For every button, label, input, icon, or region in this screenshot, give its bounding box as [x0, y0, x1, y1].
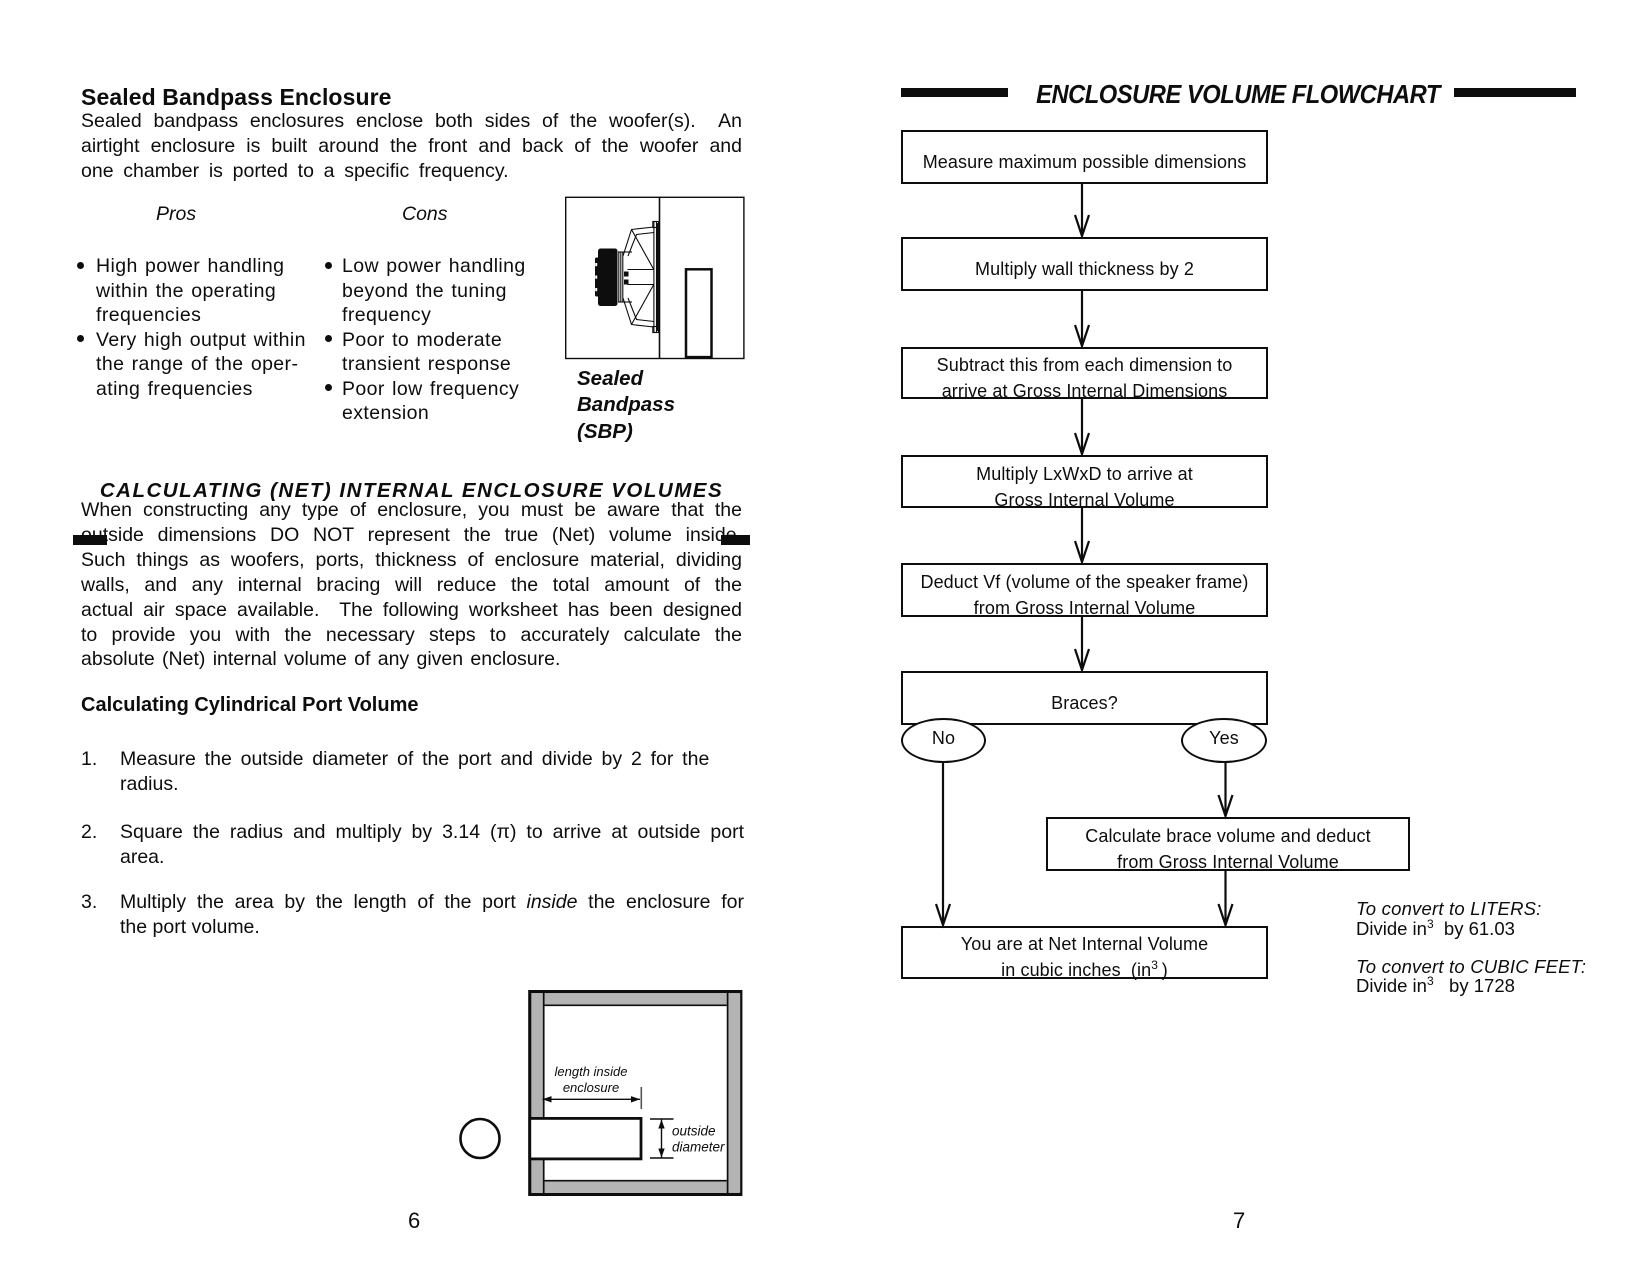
svg-text:diameter: diameter — [672, 1140, 725, 1155]
svg-text:enclosure: enclosure — [563, 1080, 619, 1095]
svg-text:outside: outside — [672, 1124, 716, 1139]
svg-text:length inside: length inside — [555, 1064, 628, 1079]
